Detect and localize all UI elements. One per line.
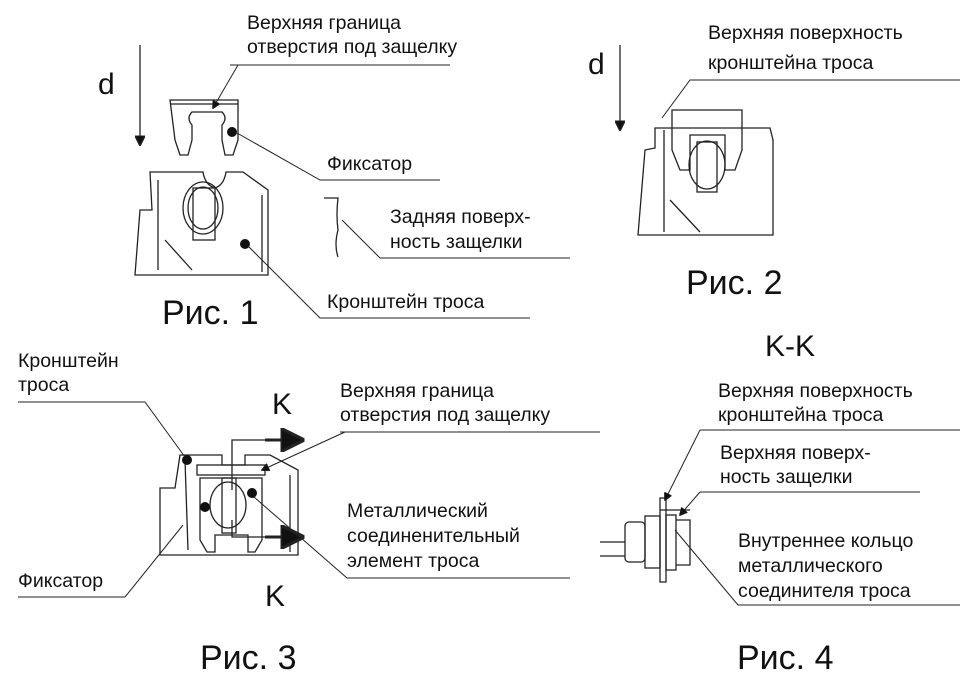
fig4-section-title: K-K: [765, 330, 816, 363]
fig2-direction-label: d: [588, 48, 605, 81]
fig1-top-edge-label-1: Верхняя граница: [247, 12, 402, 34]
fig3-caption: Рис. 3: [200, 639, 297, 677]
fig3-metal-label-3: элемент троса: [347, 550, 480, 572]
fig2-caption: Рис. 2: [686, 264, 783, 302]
fig4-latch-top-label-2: ность защелки: [720, 466, 853, 488]
fig3-metal-label-1: Металлический: [347, 500, 488, 522]
fig1-top-edge-label-2: отверстия под защелку: [247, 36, 458, 58]
fig4-bracket-top-label-2: кронштейна троса: [718, 404, 884, 426]
fig4-ring-label-3: соединителя троса: [738, 580, 911, 602]
fig4-caption: Рис. 4: [737, 639, 834, 677]
fig3-bracket-label-1: Кронштейн: [18, 350, 119, 372]
fig3-top-edge-label-1: Верхняя граница: [340, 380, 495, 402]
fig3-section-top-label: K: [272, 388, 293, 421]
fig3-retainer-label: Фиксатор: [18, 570, 104, 592]
fig1-retainer-label: Фиксатор: [327, 153, 413, 175]
fig2-drawing: [620, 45, 960, 236]
fig1-drawing: [134, 45, 570, 319]
fig3-drawing: [18, 401, 600, 598]
fig1-back-surface-label-2: ность защелки: [390, 231, 523, 253]
fig1-back-surface-label-1: Задняя поверх-: [390, 206, 531, 228]
fig3-top-edge-label-2: отверстия под защелку: [340, 404, 551, 426]
fig3-section-bottom-label: K: [265, 580, 286, 613]
fig3-metal-label-2: соединенительный: [347, 525, 520, 547]
fig2-bracket-top-label-2: кронштейна троса: [708, 52, 874, 74]
fig4-bracket-top-label-1: Верхняя поверхность: [718, 380, 913, 402]
fig4-drawing: [600, 429, 960, 606]
fig4-ring-label-2: металлического: [738, 555, 883, 577]
fig1-bracket-label: Кронштейн троса: [327, 291, 485, 313]
fig1-caption: Рис. 1: [162, 294, 259, 332]
fig2-bracket-top-label-1: Верхняя поверхность: [708, 22, 903, 44]
fig1-direction-label: d: [98, 68, 115, 101]
fig3-bracket-label-2: троса: [18, 374, 70, 396]
fig4-ring-label-1: Внутреннее кольцо: [738, 530, 914, 552]
fig4-latch-top-label-1: Верхняя поверх-: [720, 442, 871, 464]
